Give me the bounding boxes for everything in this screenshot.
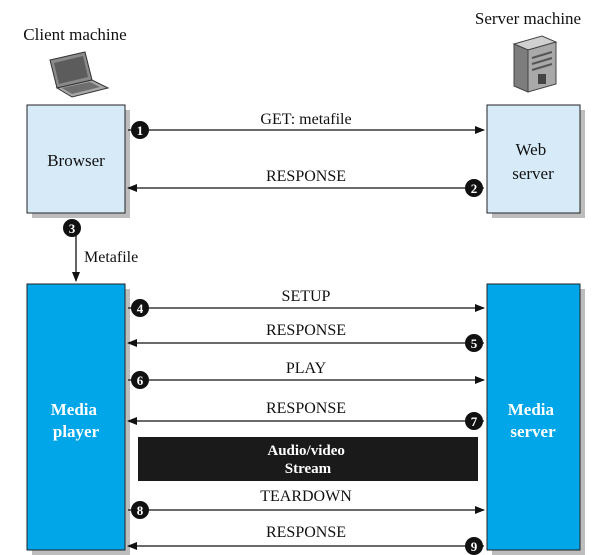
step-2-number: 2 <box>471 181 478 196</box>
step-7-number: 7 <box>471 414 478 429</box>
step-2-label: RESPONSE <box>266 168 346 185</box>
step-1: GET: metafile 1 <box>128 111 485 139</box>
step-1-number: 1 <box>137 123 144 138</box>
step-7-label: RESPONSE <box>266 400 346 417</box>
step-6-label: PLAY <box>286 360 327 377</box>
server-tower-icon <box>512 35 558 93</box>
step-7: RESPONSE 7 <box>127 400 484 430</box>
step-6-badge <box>131 371 149 389</box>
step-4-badge <box>131 299 149 317</box>
step-4-number: 4 <box>137 301 144 316</box>
media-player-label: Media player <box>51 400 102 441</box>
step-6-number: 6 <box>137 373 144 388</box>
media-server-label: Media server <box>508 400 559 441</box>
web-server-label: Web server <box>512 140 554 183</box>
stream-bar <box>138 437 478 481</box>
media-server-box <box>486 283 581 551</box>
metafile-label: Metafile <box>84 249 138 266</box>
client-machine-label: Client machine <box>23 25 126 44</box>
step-9-number: 9 <box>471 539 478 554</box>
step-8-badge <box>131 501 149 519</box>
step-2-badge <box>465 179 483 197</box>
step-5: RESPONSE 5 <box>127 322 484 352</box>
step-5-label: RESPONSE <box>266 322 346 339</box>
server-machine-label: Server machine <box>475 9 581 28</box>
step-9-label: RESPONSE <box>266 524 346 541</box>
step-3-number: 3 <box>69 221 76 236</box>
web-server-box <box>486 104 581 214</box>
step-9-badge <box>465 537 483 555</box>
step-8-label: TEARDOWN <box>260 488 352 505</box>
step-7-badge <box>465 412 483 430</box>
media-player-box <box>26 283 126 551</box>
step-1-label: GET: metafile <box>260 111 351 128</box>
browser-box <box>26 104 126 214</box>
step-2: RESPONSE 2 <box>127 168 484 197</box>
step-8-number: 8 <box>137 503 144 518</box>
step-4: SETUP 4 <box>128 288 485 317</box>
step-6: PLAY 6 <box>128 360 485 389</box>
stream-label: Audio/video Stream <box>267 443 348 477</box>
step-5-badge <box>465 334 483 352</box>
browser-label: Browser <box>47 151 105 170</box>
step-3: 3 <box>63 219 81 237</box>
step-9: RESPONSE 9 <box>127 524 484 555</box>
step-8: TEARDOWN 8 <box>128 488 485 519</box>
step-5-number: 5 <box>471 336 478 351</box>
step-3-badge <box>63 219 81 237</box>
step-4-label: SETUP <box>282 288 331 305</box>
step-1-badge <box>131 121 149 139</box>
laptop-icon <box>49 51 110 98</box>
